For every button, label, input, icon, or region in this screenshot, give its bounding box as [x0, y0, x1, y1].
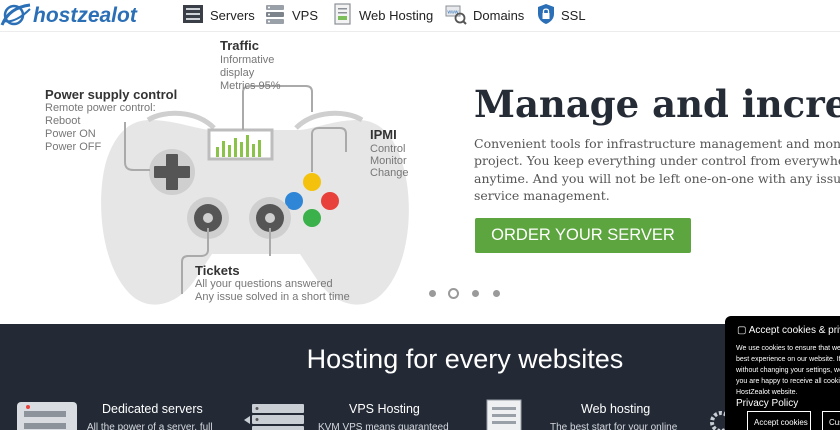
- cookie-text-line: best experience on our website. If you c…: [736, 356, 840, 363]
- nav-ssl-label: SSL: [561, 7, 586, 23]
- hero-description-line: anytime. And you will not be left one-on…: [474, 170, 840, 186]
- hero-description-line: project. You keep everything under contr…: [474, 153, 840, 169]
- slider-dot-3[interactable]: [472, 290, 479, 297]
- callout-power-line: Power OFF: [45, 141, 102, 153]
- feature-dedicated-title[interactable]: Dedicated servers: [102, 402, 203, 416]
- cookie-consent-popup: ▢ Accept cookies & privacy We use cookie…: [725, 316, 840, 430]
- svg-text:www: www: [448, 9, 459, 15]
- cookie-text-line: HostZealot website.: [736, 389, 798, 396]
- feature-web-hosting-title[interactable]: Web hosting: [581, 402, 651, 416]
- nav-domains-label: Domains: [473, 7, 525, 23]
- order-server-button[interactable]: ORDER YOUR SERVER: [475, 218, 691, 253]
- slider-pagination: [425, 288, 505, 300]
- callout-ipmi-line: Change: [370, 167, 409, 179]
- feature-web-hosting-desc: The best start for your online: [550, 422, 678, 430]
- feature-dedicated-desc: All the power of a server, full: [87, 422, 213, 430]
- callout-ipmi-line: Monitor: [370, 155, 407, 167]
- cookie-text-line: We use cookies to ensure that we give yo…: [736, 345, 840, 352]
- svg-text:hostzealot: hostzealot: [33, 4, 138, 27]
- nav-web-hosting-label: Web Hosting: [359, 7, 434, 23]
- nav-web-hosting[interactable]: Web Hosting: [333, 2, 434, 28]
- top-navigation: hostzealot Servers VPS: [0, 0, 840, 32]
- hero-description-line: Convenient tools for infrastructure mana…: [474, 136, 840, 151]
- hosting-section: Hosting for every websites Dedicated ser…: [0, 324, 840, 430]
- accept-cookies-button[interactable]: Accept cookies: [747, 411, 811, 430]
- domains-icon: www: [445, 3, 467, 28]
- hero-description-line: service management.: [474, 187, 610, 203]
- customize-cookies-button[interactable]: Customize: [822, 411, 840, 430]
- web-hosting-document-icon: [486, 399, 522, 430]
- nav-servers[interactable]: Servers: [182, 4, 255, 26]
- nav-vps[interactable]: VPS: [264, 4, 318, 26]
- callout-tickets-line: All your questions answered: [195, 278, 333, 290]
- slider-dot-4[interactable]: [493, 290, 500, 297]
- callout-power-title: Power supply control: [45, 87, 178, 102]
- callout-traffic-line: Informative: [220, 54, 275, 66]
- callout-tickets-title: Tickets: [195, 263, 240, 278]
- callout-power-line: Power ON: [45, 128, 96, 140]
- section-title: Hosting for every websites: [306, 344, 624, 374]
- callout-ipmi-line: Control: [370, 143, 406, 155]
- cookie-text-line: without changing your settings, we'll as…: [736, 367, 840, 374]
- callout-power-line: Remote power control:: [45, 102, 156, 114]
- callout-ipmi-title: IPMI: [370, 127, 397, 142]
- privacy-policy-link[interactable]: Privacy Policy: [736, 398, 799, 409]
- feature-vps-title[interactable]: VPS Hosting: [349, 402, 420, 416]
- hostzealot-logo[interactable]: hostzealot: [0, 1, 172, 29]
- feature-vps-desc: KVM VPS means guaranteed: [318, 422, 449, 430]
- hero-title: Manage and increase: [474, 82, 840, 126]
- hero-description: Convenient tools for infrastructure mana…: [474, 135, 840, 207]
- callout-power-line: Reboot: [45, 115, 81, 127]
- hostzealot-logo-icon: hostzealot: [0, 3, 138, 27]
- nav-domains[interactable]: www Domains: [445, 4, 524, 26]
- slider-dot-1[interactable]: [429, 290, 436, 297]
- cookie-title: ▢ Accept cookies & privacy: [737, 325, 840, 336]
- cookie-checkbox-icon: ▢: [737, 325, 749, 336]
- cookie-text: We use cookies to ensure that we give yo…: [736, 343, 840, 398]
- callout-traffic-title: Traffic: [220, 38, 260, 53]
- web-hosting-icon: [333, 2, 353, 28]
- nav-vps-label: VPS: [292, 7, 319, 23]
- gear-icon: [710, 411, 727, 430]
- cookie-text-line: you are happy to receive all cookies on …: [736, 378, 840, 385]
- cookie-title-text: Accept cookies & privacy: [748, 325, 840, 336]
- callout-traffic-line: display: [220, 67, 255, 79]
- slider-dot-2[interactable]: [448, 288, 459, 299]
- vps-icon: [264, 3, 286, 28]
- callout-tickets-line: Any issue solved in a short time: [195, 291, 350, 303]
- hero-slider: Traffic Informative display Metrics 95% …: [0, 32, 840, 324]
- vps-rack-icon: [244, 404, 304, 430]
- dedicated-server-icon: [17, 402, 77, 430]
- ssl-lock-icon: [537, 3, 555, 28]
- nav-ssl[interactable]: SSL: [537, 3, 586, 28]
- server-icon: [182, 4, 204, 27]
- callout-traffic-line: Metrics 95%: [220, 80, 281, 92]
- gamepad-illustration: [101, 85, 409, 305]
- nav-servers-label: Servers: [210, 7, 255, 23]
